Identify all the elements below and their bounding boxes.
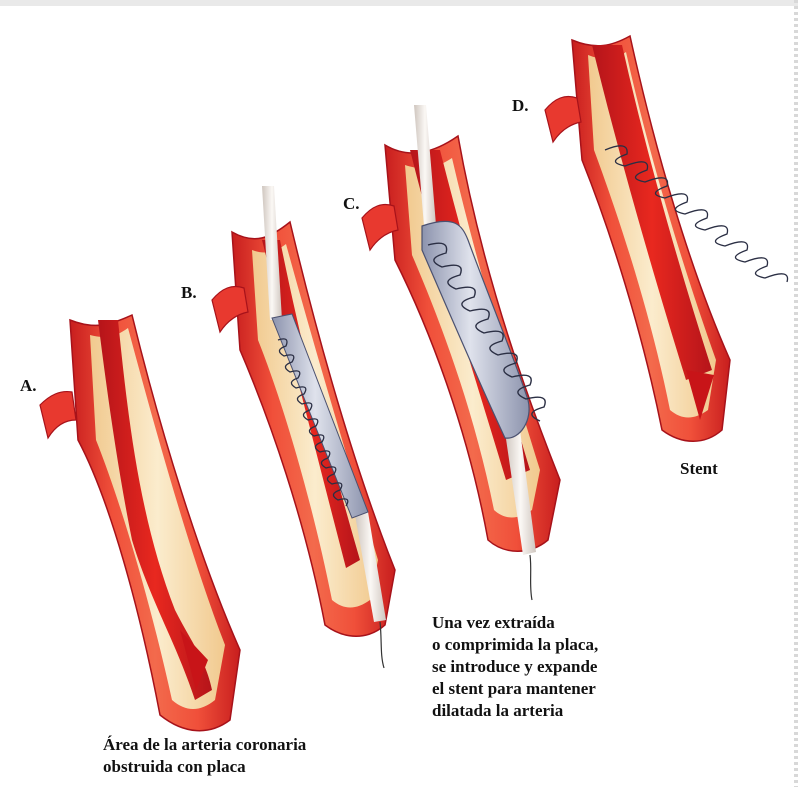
artery-b (212, 186, 395, 668)
label-c: C. (343, 194, 360, 214)
artery-a-branch (40, 392, 76, 438)
caption-c-line-5: dilatada la arteria (432, 700, 598, 722)
caption-c-line-3: se introduce y expande (432, 656, 598, 678)
label-stent: Stent (680, 459, 718, 479)
artery-d-branch (545, 97, 581, 143)
label-a: A. (20, 376, 37, 396)
caption-c: Una vez extraída o comprimida la placa, … (432, 612, 598, 722)
label-d: D. (512, 96, 529, 116)
artery-c-branch (362, 205, 398, 251)
caption-c-line-4: el stent para mantener (432, 678, 598, 700)
caption-a-line-2: obstruida con placa (103, 756, 306, 778)
caption-a: Área de la arteria coronaria obstruida c… (103, 734, 306, 778)
artery-c (362, 105, 560, 600)
caption-a-line-1: Área de la arteria coronaria (103, 734, 306, 756)
window-top-border (0, 0, 798, 6)
caption-c-line-1: Una vez extraída (432, 612, 598, 634)
guide-wire-b (380, 622, 384, 668)
artery-d (545, 36, 788, 441)
window-right-border (794, 0, 798, 787)
guide-wire-c (530, 555, 532, 600)
label-b: B. (181, 283, 197, 303)
caption-c-line-2: o comprimida la placa, (432, 634, 598, 656)
artery-a (40, 315, 240, 731)
